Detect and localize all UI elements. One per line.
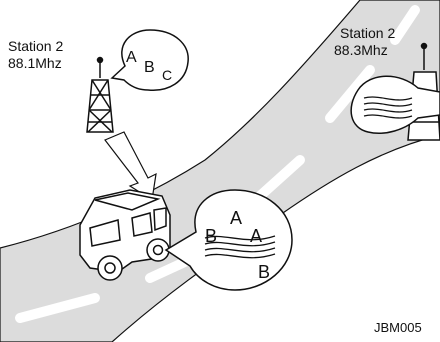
bubble-car-letter-b2: B: [258, 262, 270, 282]
bubble-car-letter-a1: A: [230, 208, 242, 228]
station-left-name: Station 2: [8, 38, 63, 54]
speech-bubble-icon: A B C: [112, 30, 188, 90]
station-left-frequency: 88.1Mhz: [8, 55, 62, 71]
radio-tower-icon: [87, 58, 113, 133]
bubble-car-letter-b1: B: [205, 226, 217, 246]
figure-code: JBM005: [374, 320, 422, 335]
bubble-car-letter-a2: A: [250, 226, 262, 246]
station-right-name: Station 2: [340, 25, 395, 41]
bubble-left-letter-c: C: [162, 67, 172, 83]
station-right-frequency: 88.3Mhz: [334, 42, 388, 58]
bubble-left-letter-a: A: [126, 49, 137, 66]
bubble-left-letter-b: B: [144, 59, 155, 76]
